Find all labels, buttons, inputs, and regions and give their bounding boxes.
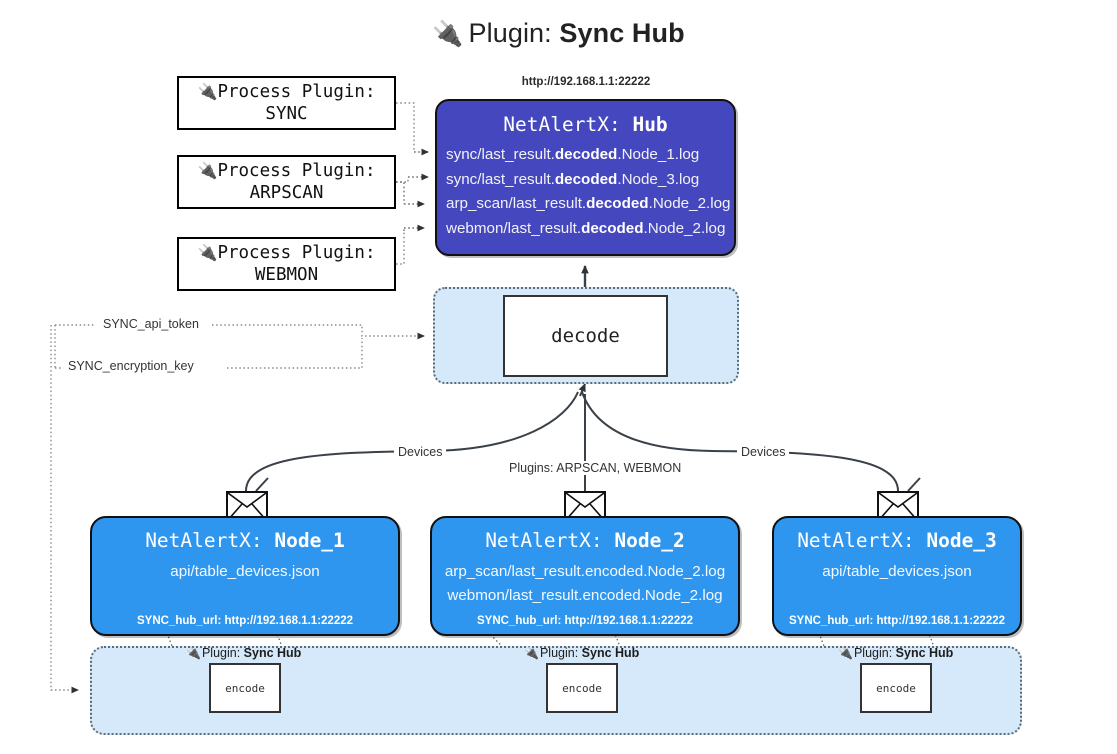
hub-log-line: arp_scan/last_result.decoded.Node_2.log (446, 195, 731, 213)
hub-log-list: sync/last_result.decoded.Node_1.log sync… (437, 143, 734, 242)
node-line-list: arp_scan/last_result.encoded.Node_2.log … (432, 560, 738, 607)
process-plugin-label: Process Plugin: (217, 81, 376, 102)
edge-label-devices-left: Devices (394, 445, 447, 459)
title-name: Sync Hub (559, 18, 685, 48)
plug-icon: 🔌 (197, 81, 218, 101)
process-plugin-name: WEBMON (254, 265, 319, 285)
process-plugin-sync[interactable]: 🔌Process Plugin: SYNC (177, 76, 396, 130)
process-plugin-webmon[interactable]: 🔌Process Plugin: WEBMON (177, 237, 396, 291)
hub-log-line: sync/last_result.decoded.Node_1.log (446, 146, 700, 163)
plugin-label-node-2: 🔌Plugin: Sync Hub (524, 646, 640, 660)
encode-box-node-2[interactable]: encode (546, 663, 618, 713)
hub-title-prefix: NetAlertX: (503, 113, 621, 136)
process-plugin-label: Process Plugin: (217, 242, 376, 263)
plug-icon: 🔌 (186, 646, 201, 660)
page-title: 🔌Plugin: Sync Hub (0, 18, 1117, 49)
node-card-node-1[interactable]: NetAlertX: Node_1 api/table_devices.json… (90, 516, 400, 636)
node-line: arp_scan/last_result.encoded.Node_2.log (444, 563, 726, 580)
plug-icon: 🔌 (838, 646, 853, 660)
node-line: api/table_devices.json (170, 563, 320, 580)
node-footer: SYNC_hub_url: http://192.168.1.1:22222 (788, 615, 1006, 627)
encode-box-node-1[interactable]: encode (209, 663, 281, 713)
node-title: NetAlertX: Node_3 (797, 529, 997, 552)
plug-icon: 🔌 (524, 646, 539, 660)
secret-label-encryption-key: SYNC_encryption_key (64, 359, 198, 373)
hub-log-line: webmon/last_result.decoded.Node_2.log (446, 219, 726, 237)
plug-icon: 🔌 (197, 160, 218, 180)
plugin-label-node-3: 🔌Plugin: Sync Hub (838, 646, 954, 660)
node-line: webmon/last_result.encoded.Node_2.log (447, 586, 723, 604)
plugin-label-node-1: 🔌Plugin: Sync Hub (186, 646, 302, 660)
process-plugin-label: Process Plugin: (217, 160, 376, 181)
secret-label-api-token: SYNC_api_token (99, 317, 203, 331)
node-line-list: api/table_devices.json (92, 560, 398, 584)
process-plugin-name: ARPSCAN (249, 183, 324, 203)
edge-label-plugins: Plugins: ARPSCAN, WEBMON (505, 461, 686, 475)
hub-title-name: Hub (632, 113, 668, 136)
node-footer: SYNC_hub_url: http://192.168.1.1:22222 (476, 615, 694, 627)
hub-node[interactable]: NetAlertX: Hub sync/last_result.decoded.… (435, 99, 736, 256)
node-title: NetAlertX: Node_2 (485, 529, 685, 552)
hub-log-line: sync/last_result.decoded.Node_3.log (446, 170, 700, 188)
node-line: api/table_devices.json (822, 563, 972, 580)
node-line-list: api/table_devices.json (774, 560, 1020, 584)
edge-label-devices-right: Devices (737, 445, 790, 459)
node-card-node-3[interactable]: NetAlertX: Node_3 api/table_devices.json… (772, 516, 1022, 636)
title-prefix: Plugin: (468, 18, 552, 48)
hub-title: NetAlertX: Hub (437, 113, 734, 136)
encode-box-node-3[interactable]: encode (860, 663, 932, 713)
plug-icon: 🔌 (432, 20, 464, 48)
node-card-node-2[interactable]: NetAlertX: Node_2 arp_scan/last_result.e… (430, 516, 740, 636)
hub-url-label: http://192.168.1.1:22222 (521, 76, 651, 88)
node-title: NetAlertX: Node_1 (145, 529, 345, 552)
process-plugin-arpscan[interactable]: 🔌Process Plugin: ARPSCAN (177, 155, 396, 209)
process-plugin-name: SYNC (265, 104, 308, 124)
node-footer: SYNC_hub_url: http://192.168.1.1:22222 (136, 615, 354, 627)
decode-box[interactable]: decode (503, 295, 668, 377)
plug-icon: 🔌 (197, 242, 218, 262)
